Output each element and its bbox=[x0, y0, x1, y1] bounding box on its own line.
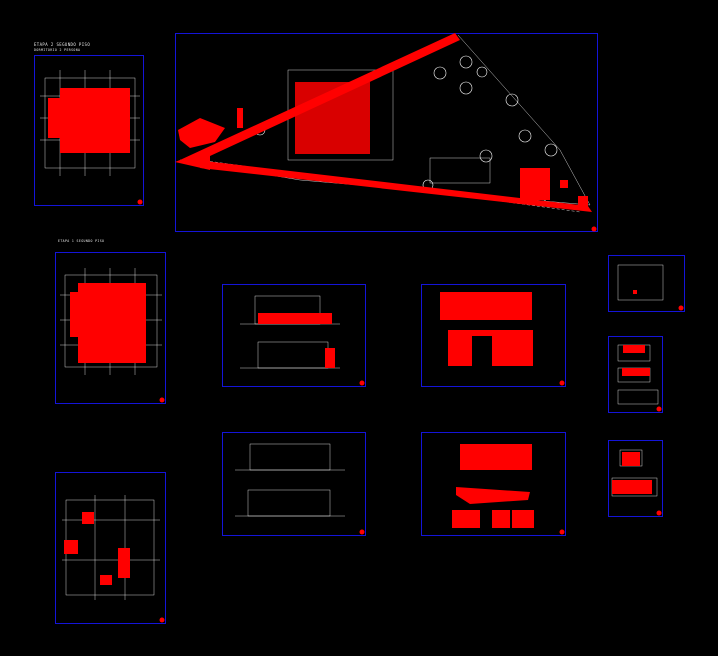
viewport-second-floor-plan[interactable] bbox=[34, 55, 144, 206]
viewport-site-plan[interactable] bbox=[175, 33, 598, 232]
first-floor-title: ETAPA 1 SEGUNDO PISO bbox=[58, 239, 105, 243]
viewport-detail-small-1[interactable] bbox=[608, 255, 685, 312]
viewport-detail-small-2[interactable] bbox=[608, 336, 663, 413]
viewport-elevations-a[interactable] bbox=[222, 284, 366, 387]
viewport-elevations-b[interactable] bbox=[421, 284, 566, 387]
viewport-detail-small-3[interactable] bbox=[608, 440, 663, 517]
second-floor-title: ETAPA 2 SEGUNDO PISO bbox=[34, 42, 91, 47]
viewport-elevations-c[interactable] bbox=[222, 432, 366, 536]
viewport-sections-d[interactable] bbox=[421, 432, 566, 536]
viewport-first-floor-plan[interactable] bbox=[55, 252, 166, 404]
second-floor-subtitle: DORMITORIO 2 PERSONA bbox=[34, 48, 81, 52]
viewport-ground-detail-plan[interactable] bbox=[55, 472, 166, 624]
